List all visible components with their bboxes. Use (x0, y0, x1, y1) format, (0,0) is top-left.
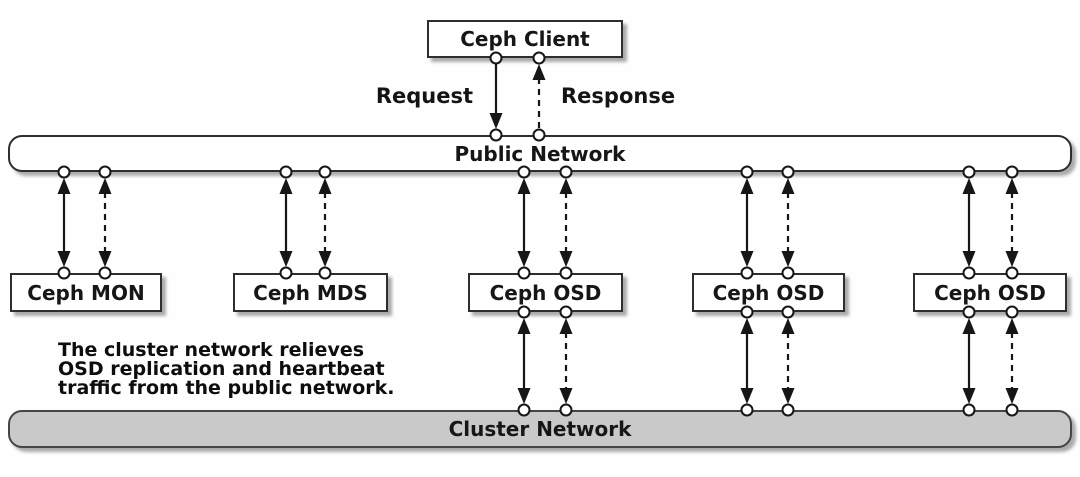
cluster-network-label: Cluster Network (448, 417, 632, 441)
dashed-arrowhead-up (1005, 318, 1019, 334)
solid-arrowhead-up (57, 178, 71, 194)
ceph-mds-label: Ceph MDS (253, 280, 368, 305)
cluster-network-bar: Cluster Network (8, 410, 1072, 448)
ceph-client-box: Ceph Client (427, 20, 623, 58)
dashed-arrowhead-down (318, 251, 332, 267)
dashed-arrowhead-up (781, 318, 795, 334)
solid-arrowhead-down (489, 113, 503, 129)
solid-arrowhead-up (740, 318, 754, 334)
dashed-arrowhead-up (532, 64, 546, 80)
ceph-mds-box: Ceph MDS (233, 273, 388, 312)
response-label: Response (561, 84, 676, 108)
annotation-note: The cluster network relieves OSD replica… (58, 341, 395, 398)
ceph-osd-3-label: Ceph OSD (934, 280, 1046, 305)
dashed-arrowhead-down (1005, 388, 1019, 404)
solid-arrowhead-down (279, 251, 293, 267)
annotation-line-1: The cluster network relieves (58, 339, 365, 361)
solid-arrowhead-down (57, 251, 71, 267)
ceph-mon-label: Ceph MON (27, 280, 145, 305)
dashed-arrowhead-up (318, 178, 332, 194)
annotation-line-2: OSD replication and heartbeat (58, 358, 385, 380)
dashed-arrowhead-down (559, 251, 573, 267)
dashed-arrowhead-down (781, 251, 795, 267)
ceph-osd-1-label: Ceph OSD (489, 280, 602, 305)
solid-arrowhead-up (517, 318, 531, 334)
public-network-bar: Public Network (8, 135, 1072, 172)
dashed-arrowhead-up (559, 318, 573, 334)
dashed-arrowhead-up (559, 178, 573, 194)
dashed-arrowhead-up (781, 178, 795, 194)
ceph-osd-2-box: Ceph OSD (692, 273, 845, 312)
solid-arrowhead-down (962, 251, 976, 267)
solid-arrowhead-down (517, 388, 531, 404)
dashed-arrowhead-up (1005, 178, 1019, 194)
solid-arrowhead-up (517, 178, 531, 194)
request-label: Request (375, 84, 473, 108)
solid-arrowhead-up (962, 178, 976, 194)
ceph-osd-2-label: Ceph OSD (712, 280, 825, 305)
dashed-arrowhead-down (559, 388, 573, 404)
dashed-arrowhead-down (1005, 251, 1019, 267)
ceph-osd-3-box: Ceph OSD (913, 273, 1067, 312)
solid-arrowhead-down (962, 388, 976, 404)
ceph-osd-1-box: Ceph OSD (468, 273, 623, 312)
solid-arrowhead-down (517, 251, 531, 267)
dashed-arrowhead-up (98, 178, 112, 194)
dashed-arrowhead-down (781, 388, 795, 404)
solid-arrowhead-down (740, 388, 754, 404)
dashed-arrowhead-down (98, 251, 112, 267)
solid-arrowhead-up (962, 318, 976, 334)
ceph-client-label: Ceph Client (460, 27, 590, 51)
solid-arrowhead-up (740, 178, 754, 194)
public-network-label: Public Network (454, 141, 626, 166)
solid-arrowhead-up (279, 178, 293, 194)
ceph-mon-box: Ceph MON (10, 273, 162, 312)
annotation-line-3: traffic from the public network. (58, 377, 395, 399)
solid-arrowhead-down (740, 251, 754, 267)
